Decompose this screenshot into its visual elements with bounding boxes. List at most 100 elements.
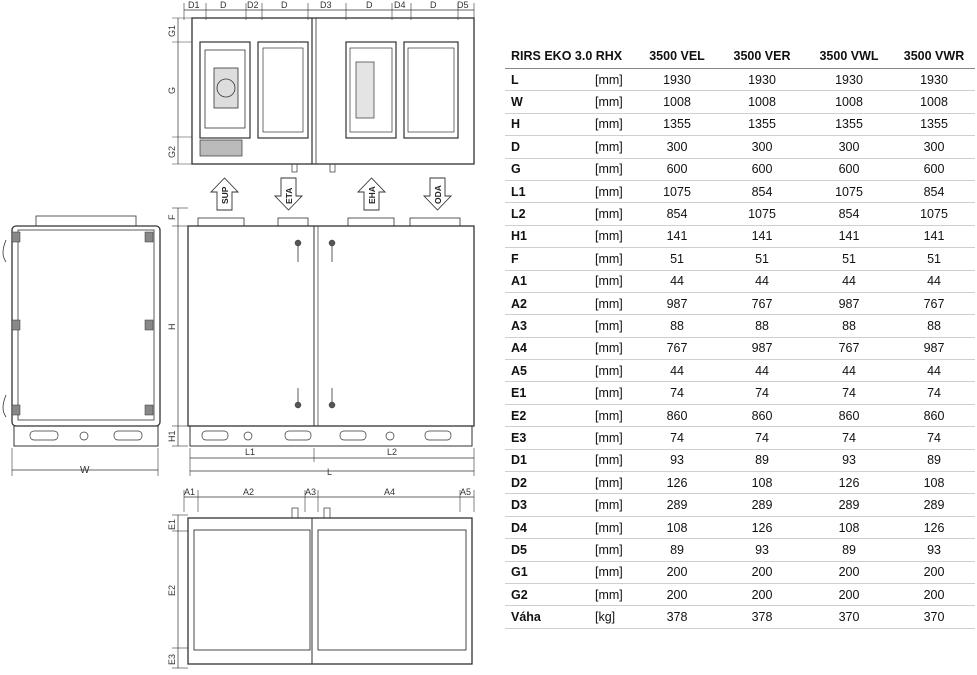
value-cell: 126 xyxy=(893,516,976,540)
unit-cell: [mm] xyxy=(587,292,636,316)
unit-cell: [mm] xyxy=(587,583,636,607)
unit-cell: [mm] xyxy=(587,337,636,361)
value-cell: 200 xyxy=(719,561,806,584)
value-cell: 200 xyxy=(805,583,894,607)
value-cell: 89 xyxy=(805,538,894,562)
side-view xyxy=(2,215,161,476)
param-cell: H1 xyxy=(505,225,587,249)
value-cell: 200 xyxy=(893,583,976,607)
value-cell: 1075 xyxy=(805,180,894,204)
param-cell: E2 xyxy=(505,404,587,428)
value-cell: 987 xyxy=(635,292,720,316)
param-cell: E3 xyxy=(505,426,587,450)
value-cell: 51 xyxy=(805,247,894,271)
dim-label-a3: A3 xyxy=(305,487,316,497)
value-cell: 88 xyxy=(893,314,976,338)
unit-cell: [mm] xyxy=(587,493,636,517)
value-cell: 200 xyxy=(893,561,976,584)
value-cell: 88 xyxy=(635,314,720,338)
param-cell: D3 xyxy=(505,493,587,517)
dim-label-g2: G2 xyxy=(167,146,177,158)
value-cell: 74 xyxy=(719,426,806,450)
dim-label-d3: D3 xyxy=(320,0,332,10)
model-header: 3500 VER xyxy=(719,44,806,69)
param-cell: W xyxy=(505,90,587,114)
dim-label-e2: E2 xyxy=(167,585,177,596)
value-cell: 860 xyxy=(805,404,894,428)
unit-cell: [mm] xyxy=(587,314,636,338)
value-cell: 44 xyxy=(719,270,806,293)
dim-label-d1: D1 xyxy=(188,0,200,10)
value-cell: 300 xyxy=(893,135,976,159)
technical-drawing: D1 D D2 D D3 D D4 D D5 G1 G G2 SUP ETA E… xyxy=(2,0,475,669)
param-cell: A1 xyxy=(505,270,587,293)
spec-table: RIRS EKO 3.0 RHX 3500 VEL 3500 VER 3500 … xyxy=(505,44,976,629)
value-cell: 860 xyxy=(635,404,720,428)
value-cell: 1355 xyxy=(805,113,894,137)
value-cell: 860 xyxy=(893,404,976,428)
unit-cell: [mm] xyxy=(587,538,636,562)
param-cell: D4 xyxy=(505,516,587,540)
value-cell: 200 xyxy=(635,583,720,607)
value-cell: 378 xyxy=(635,605,720,629)
unit-cell: [mm] xyxy=(587,247,636,271)
value-cell: 1075 xyxy=(893,202,976,226)
value-cell: 44 xyxy=(893,270,976,293)
flow-label-eta: ETA xyxy=(284,188,294,204)
dim-label-a1: A1 xyxy=(184,487,195,497)
unit-cell: [mm] xyxy=(587,561,636,584)
value-cell: 767 xyxy=(719,292,806,316)
param-cell: D xyxy=(505,135,587,159)
dim-label-l: L xyxy=(327,467,332,477)
value-cell: 44 xyxy=(635,270,720,293)
param-cell: D5 xyxy=(505,538,587,562)
front-view xyxy=(172,207,475,476)
value-cell: 987 xyxy=(893,337,976,361)
unit-cell: [mm] xyxy=(587,158,636,181)
param-cell: A2 xyxy=(505,292,587,316)
dim-label-g1: G1 xyxy=(167,25,177,37)
unit-cell: [mm] xyxy=(587,270,636,293)
value-cell: 370 xyxy=(805,605,894,629)
value-cell: 44 xyxy=(805,270,894,293)
param-cell: F xyxy=(505,247,587,271)
value-cell: 93 xyxy=(635,449,720,473)
dim-label-e1: E1 xyxy=(167,519,177,530)
value-cell: 44 xyxy=(635,359,720,383)
value-cell: 854 xyxy=(719,180,806,204)
flow-label-sup: SUP xyxy=(220,186,230,204)
value-cell: 289 xyxy=(893,493,976,517)
value-cell: 1930 xyxy=(719,68,806,92)
value-cell: 126 xyxy=(805,471,894,495)
value-cell: 300 xyxy=(635,135,720,159)
value-cell: 1930 xyxy=(805,68,894,92)
value-cell: 1355 xyxy=(635,113,720,137)
value-cell: 854 xyxy=(893,180,976,204)
spec-table-container: RIRS EKO 3.0 RHX 3500 VEL 3500 VER 3500 … xyxy=(505,44,976,629)
unit-cell: [mm] xyxy=(587,449,636,473)
value-cell: 987 xyxy=(719,337,806,361)
value-cell: 600 xyxy=(893,158,976,181)
unit-cell: [mm] xyxy=(587,426,636,450)
value-cell: 74 xyxy=(805,381,894,405)
value-cell: 1355 xyxy=(893,113,976,137)
dim-label-d4: D4 xyxy=(394,0,406,10)
value-cell: 141 xyxy=(893,225,976,249)
value-cell: 200 xyxy=(719,583,806,607)
